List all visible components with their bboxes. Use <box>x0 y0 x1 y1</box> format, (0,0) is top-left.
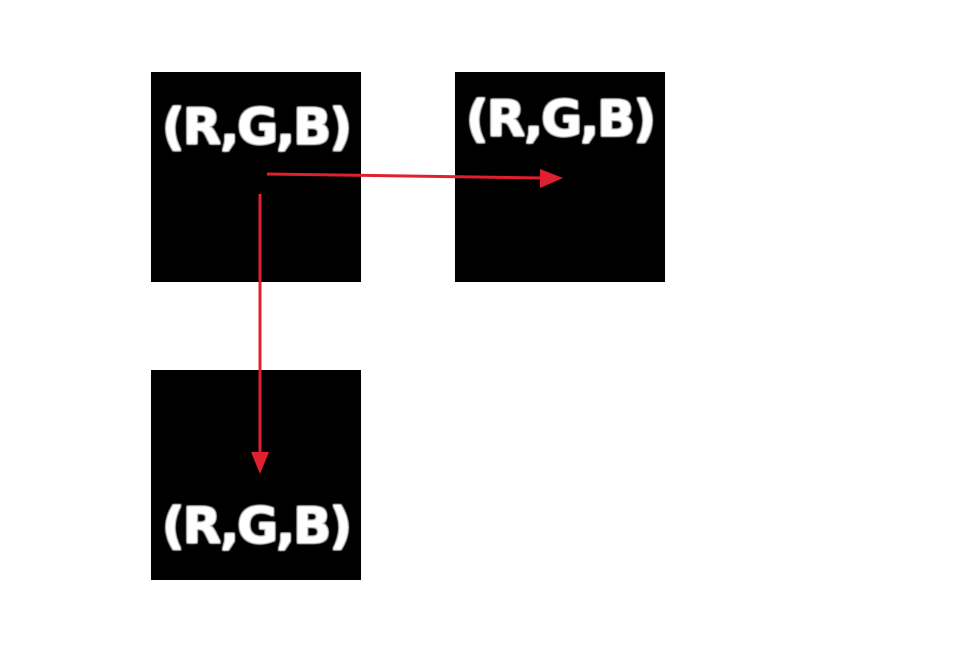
pixel-box-right-neighbor: (R,G,B) <box>455 72 665 282</box>
pixel-box-bottom-neighbor-label: (R,G,B) <box>161 497 352 555</box>
pixel-box-source: (R,G,B) <box>151 72 361 282</box>
pixel-box-source-label: (R,G,B) <box>161 98 352 156</box>
pixel-box-bottom-neighbor: (R,G,B) <box>151 370 361 580</box>
pixel-box-right-neighbor-label: (R,G,B) <box>465 90 656 148</box>
